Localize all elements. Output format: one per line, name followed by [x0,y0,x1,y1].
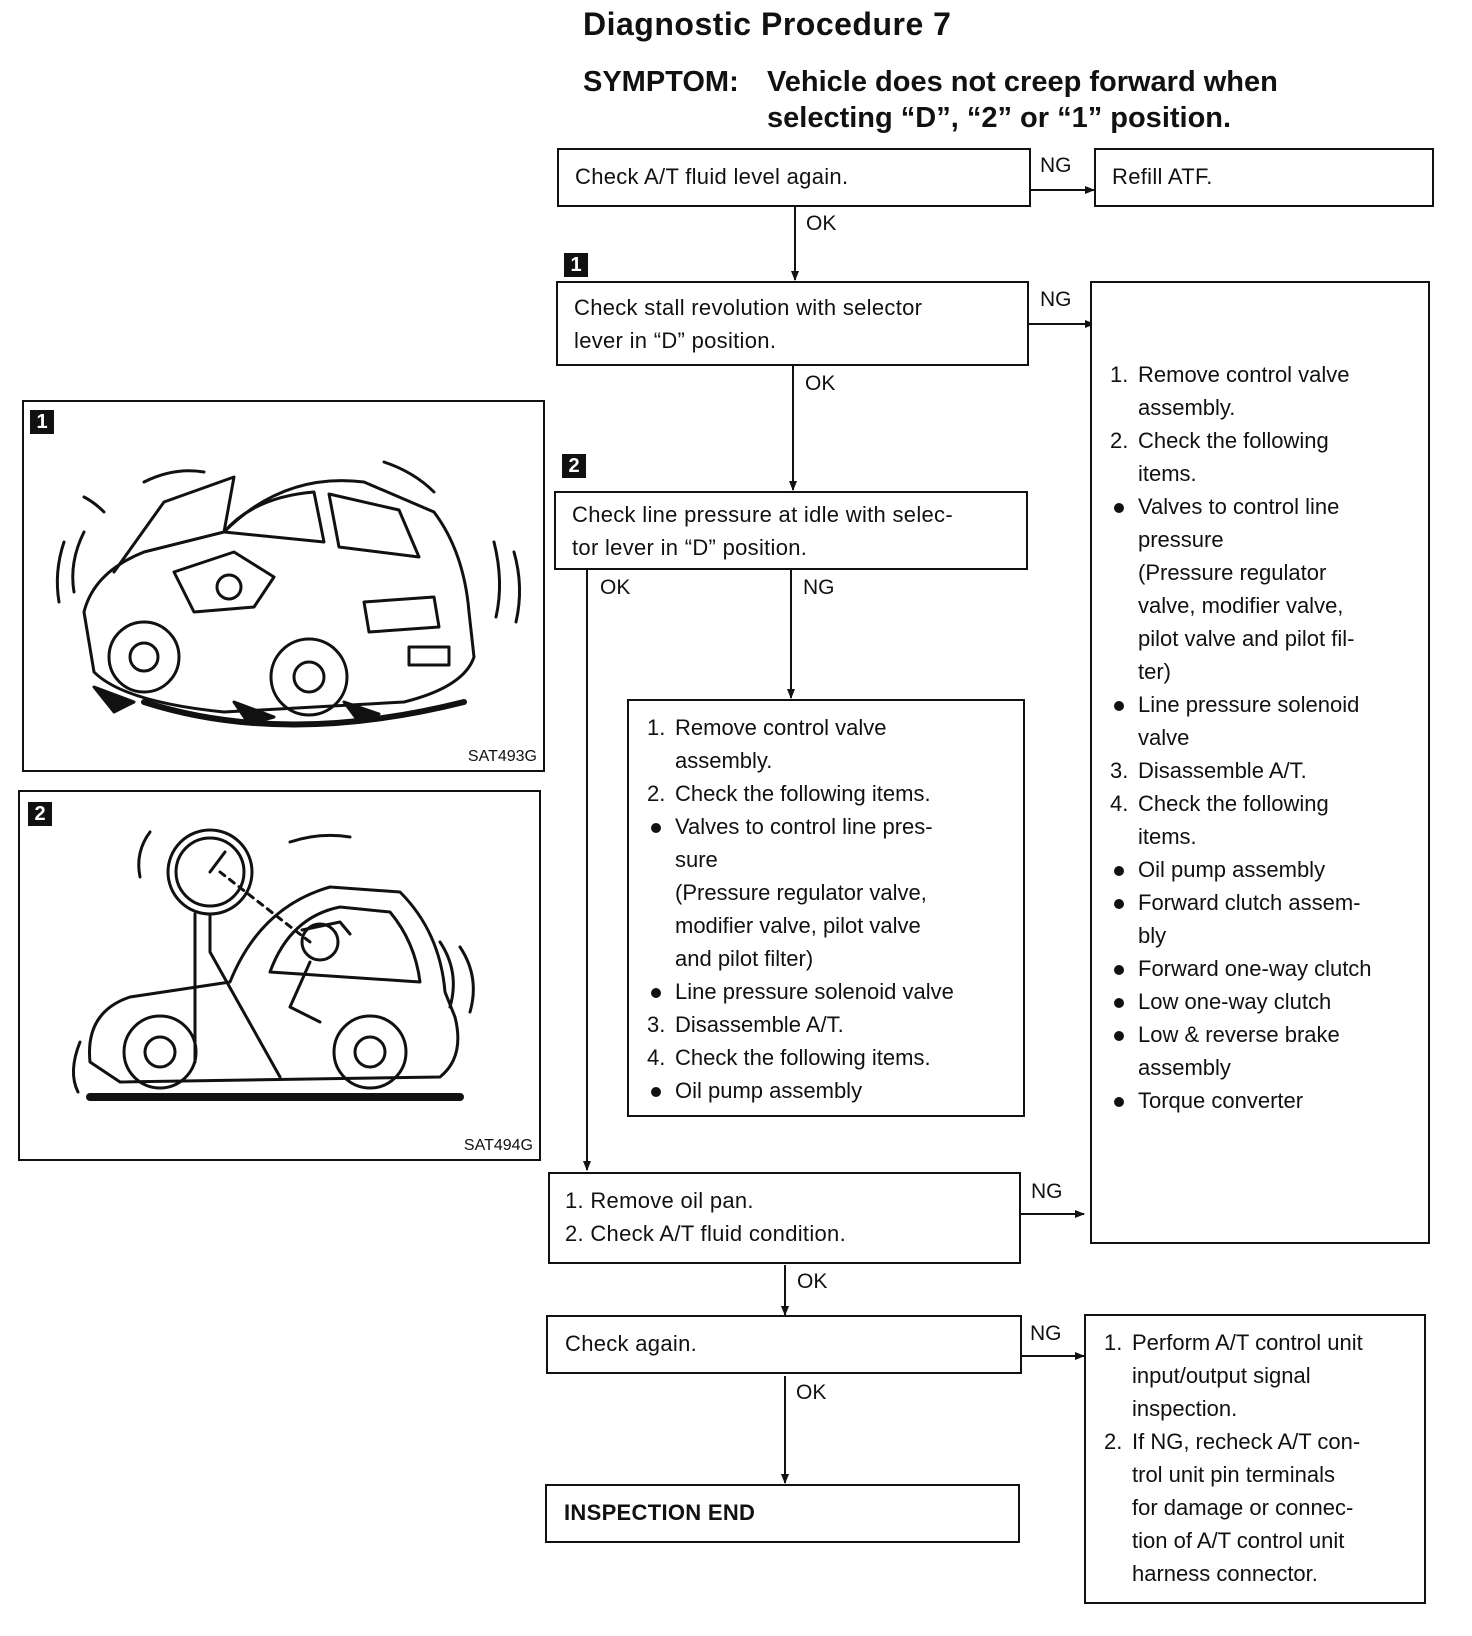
ng-label: NG [803,576,835,599]
car-pressure-gauge-illustration-icon [72,828,475,1101]
remedy-item: 1.Remove control valve assembly. [647,715,887,773]
remedy-item: 4.Check the following items. [647,1045,931,1070]
bullet-icon [1114,503,1124,513]
car-stall-test-illustration-icon [55,460,522,728]
remedy-item: Line pressure solenoid valve [1106,688,1430,754]
figure-1-badge: 1 [30,410,54,434]
remove-oil-pan-box: 1. Remove oil pan. 2. Check A/T fluid co… [548,1172,1021,1264]
remedy-item: Low & reverse brake assembly [1106,1018,1430,1084]
bullet-icon [651,988,661,998]
bottom-right-remedy-box: 1.Perform A/T control unit input/output … [1084,1314,1426,1604]
figure-pressure-test: 2 [18,790,541,1161]
remedy-item: Oil pump assembly [1106,853,1430,886]
remedy-item: Line pressure solenoid valve [643,975,1023,1008]
remedy-item: 2.Check the following items. [1110,428,1329,486]
stall-revolution-box: Check stall revolution with selector lev… [556,281,1029,366]
remedy-item: Low one-way clutch [1106,985,1430,1018]
ng-label: NG [1040,154,1072,177]
middle-remedy-box: 1.Remove control valve assembly. 2.Check… [627,699,1025,1117]
check-again-text: Check again. [565,1331,698,1356]
step-1-badge: 1 [564,253,588,277]
inspection-end-box: INSPECTION END [545,1484,1020,1543]
remedy-item: Oil pump assembly [643,1074,1023,1107]
remedy-item: Forward clutch assem- bly [1106,886,1430,952]
symptom-line-2: selecting “D”, “2” or “1” position. [767,102,1232,134]
refill-atf-text: Refill ATF. [1112,164,1213,189]
bullet-icon [1114,701,1124,711]
figure-2-code: SAT494G [463,1137,533,1154]
bullet-icon [1114,998,1124,1008]
line-pressure-text: Check line pressure at idle with selec- … [572,502,953,560]
check-again-box: Check again. [546,1315,1022,1374]
ng-label: NG [1031,1180,1063,1203]
remedy-item: 3.Disassemble A/T. [1110,758,1307,783]
remedy-item: 1.Perform A/T control unit input/output … [1104,1330,1363,1421]
ok-label: OK [796,1381,827,1404]
check-fluid-text: Check A/T fluid level again. [575,164,849,189]
step-2-badge: 2 [562,454,586,478]
ng-label: NG [1040,288,1072,311]
ok-label: OK [806,212,837,235]
remedy-item: 1.Remove control valve assembly. [1110,362,1350,420]
figure-stall-test: 1 [22,400,545,772]
bullet-icon [1114,866,1124,876]
remedy-item: 4.Check the following items. [1110,791,1329,849]
figure-2-badge: 2 [28,802,52,826]
remedy-item: 2.If NG, recheck A/T con- trol unit pin … [1104,1429,1361,1586]
ok-label: OK [805,372,836,395]
remedy-item: 2.Check the following items. [647,781,931,806]
bullet-icon [651,823,661,833]
remedy-item: Valves to control line pressure (Pressur… [1106,490,1430,688]
right-remedy-box: 1.Remove control valve assembly. 2.Check… [1090,281,1430,1244]
bullet-icon [1114,1097,1124,1107]
ok-label: OK [600,576,631,599]
symptom-label: SYMPTOM: [583,66,739,98]
line-pressure-box: Check line pressure at idle with selec- … [554,491,1028,570]
bullet-icon [1114,899,1124,909]
ng-label: NG [1030,1322,1062,1345]
remedy-item: Valves to control line pres- sure (Press… [643,810,1023,975]
remedy-item: Forward one-way clutch [1106,952,1430,985]
bullet-icon [651,1087,661,1097]
check-fluid-box: Check A/T fluid level again. [557,148,1031,207]
page-title: Diagnostic Procedure 7 [583,6,952,42]
figure-1-code: SAT493G [467,748,537,765]
refill-atf-box: Refill ATF. [1094,148,1434,207]
remove-oil-pan-text: 1. Remove oil pan. 2. Check A/T fluid co… [565,1188,847,1246]
bullet-icon [1114,1031,1124,1041]
remedy-item: Torque converter [1106,1084,1430,1117]
inspection-end-text: INSPECTION END [564,1500,756,1525]
symptom-line-1: Vehicle does not creep forward when [767,66,1278,98]
ok-label: OK [797,1270,828,1293]
bullet-icon [1114,965,1124,975]
stall-revolution-text: Check stall revolution with selector lev… [574,295,923,353]
remedy-item: 3.Disassemble A/T. [647,1012,844,1037]
